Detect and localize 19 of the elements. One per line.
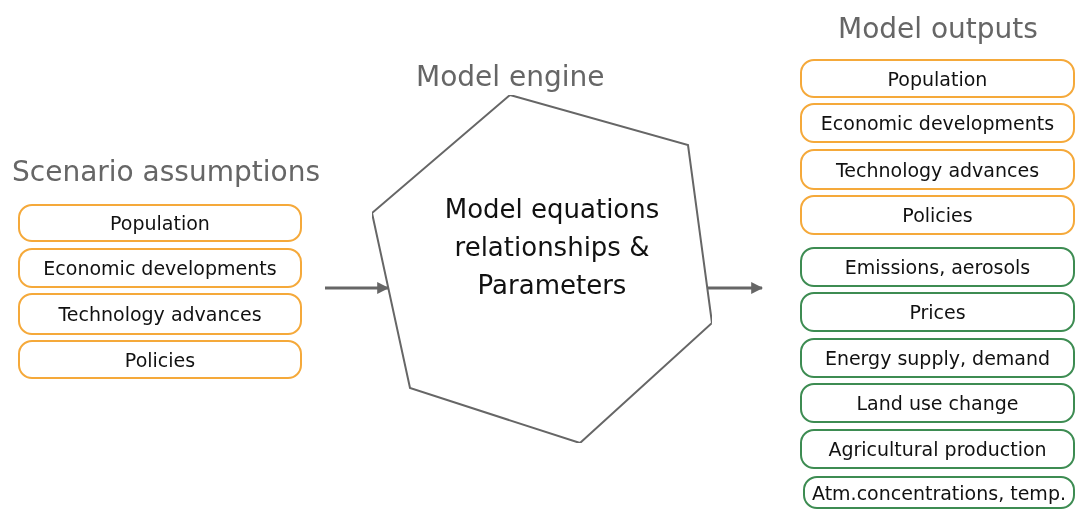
list-item-box: Population bbox=[800, 59, 1075, 98]
list-item-box: Technology advances bbox=[800, 149, 1075, 190]
list-item-box: Land use change bbox=[800, 383, 1075, 423]
list-item-box: Population bbox=[18, 204, 302, 242]
list-item-box: Atm.concentrations, temp. bbox=[803, 476, 1075, 509]
arrow bbox=[707, 282, 764, 294]
list-item-box: Energy supply, demand bbox=[800, 338, 1075, 378]
list-item-box: Policies bbox=[18, 340, 302, 379]
engine-text: Model equations relationships & Parameters bbox=[443, 193, 661, 302]
list-item-box: Technology advances bbox=[18, 293, 302, 335]
list-item-box: Economic developments bbox=[18, 248, 302, 288]
heading: Model engine bbox=[416, 60, 605, 93]
heading: Scenario assumptions bbox=[12, 155, 320, 188]
list-item-box: Economic developments bbox=[800, 103, 1075, 143]
list-item-box: Prices bbox=[800, 292, 1075, 332]
list-item-box: Emissions, aerosols bbox=[800, 247, 1075, 287]
heading: Model outputs bbox=[838, 12, 1038, 45]
list-item-box: Agricultural production bbox=[800, 429, 1075, 469]
list-item-box: Policies bbox=[800, 195, 1075, 235]
